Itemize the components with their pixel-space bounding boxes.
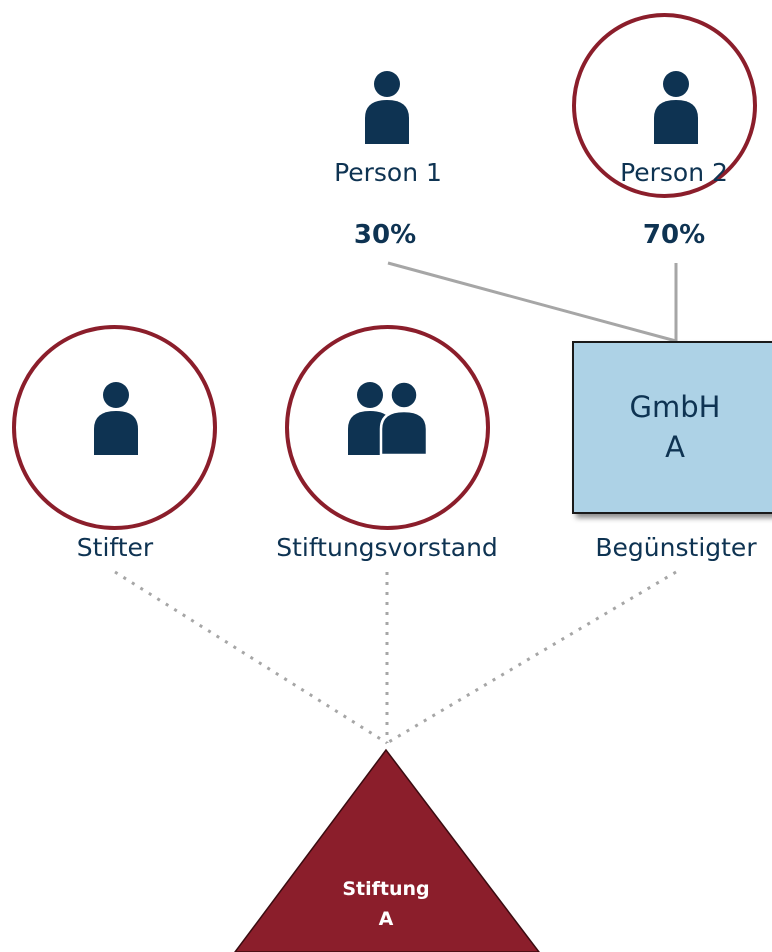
role-label-beguenstigter: Begünstigter — [595, 533, 757, 562]
foundation-label: Stiftung A — [342, 874, 429, 935]
role-label-stifter: Stifter — [76, 533, 154, 562]
person-icon — [365, 71, 409, 144]
owner-share-person-2: 70% — [642, 220, 706, 250]
highlight-ring-stiftungsvorstand — [285, 325, 490, 530]
owner-share-person-1: 30% — [353, 220, 417, 250]
foundation-name: Stiftung — [342, 878, 430, 900]
role-label-stiftungsvorstand: Stiftungsvorstand — [276, 533, 498, 562]
highlight-ring-stifter — [12, 325, 217, 530]
company-box: GmbH A — [572, 341, 772, 514]
foundation-triangle — [234, 748, 540, 952]
highlight-ring-person-2 — [572, 13, 757, 198]
role-line-beguenstigter — [386, 570, 677, 745]
company-suffix: A — [665, 429, 685, 464]
person-icon — [94, 382, 138, 455]
owner-label-person-1: Person 1 — [334, 158, 442, 187]
role-line-stifter — [114, 570, 388, 745]
ownership-line-person-1 — [387, 261, 677, 343]
foundation-suffix: A — [378, 908, 394, 931]
person-icon — [654, 71, 698, 144]
company-name: GmbH — [629, 390, 721, 425]
group-icon — [348, 381, 428, 455]
owner-label-person-2: Person 2 — [620, 158, 728, 187]
